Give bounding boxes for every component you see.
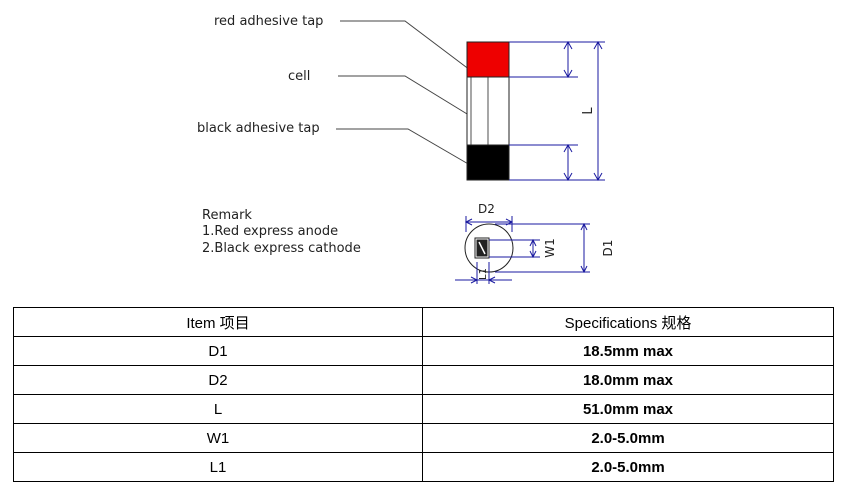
spec-table: Item 项目 Specifications 规格 D1 18.5mm max … <box>13 307 834 482</box>
row-spec: 2.0-5.0mm <box>422 452 834 482</box>
dim-L1-label: L1 <box>478 268 489 280</box>
dim-L-label: L <box>581 107 596 115</box>
row-spec: 2.0-5.0mm <box>422 423 834 453</box>
row-spec: 51.0mm max <box>422 394 834 424</box>
battery-top-view <box>464 223 514 273</box>
table-row: L 51.0mm max <box>13 394 834 424</box>
table-row: D2 18.0mm max <box>13 365 834 395</box>
black-adhesive-tape <box>466 144 510 181</box>
row-item: L1 <box>13 452 423 482</box>
black-tape-label: black adhesive tap <box>197 121 320 136</box>
table-header-row: Item 项目 Specifications 规格 <box>13 307 834 337</box>
battery-diagram: red adhesive tap cell black adhesive tap… <box>197 14 615 284</box>
row-spec: 18.0mm max <box>422 365 834 395</box>
remark-line-1: 1.Red express anode <box>202 224 338 239</box>
remark-title: Remark <box>202 208 252 223</box>
table-row: W1 2.0-5.0mm <box>13 423 834 453</box>
battery-side-view <box>466 41 510 181</box>
leader-lines <box>336 20 473 166</box>
header-spec: Specifications 规格 <box>422 307 834 337</box>
header-item: Item 项目 <box>13 307 423 337</box>
table-row: D1 18.5mm max <box>13 336 834 366</box>
table-row: L1 2.0-5.0mm <box>13 452 834 482</box>
dim-D1-label: D1 <box>601 240 615 257</box>
red-tape-label: red adhesive tap <box>214 14 323 29</box>
dim-W1-label: W1 <box>543 238 557 258</box>
row-item: D2 <box>13 365 423 395</box>
remark-line-2: 2.Black express cathode <box>202 241 361 256</box>
row-item: D1 <box>13 336 423 366</box>
cell-label: cell <box>288 69 310 84</box>
row-item: L <box>13 394 423 424</box>
row-item: W1 <box>13 423 423 453</box>
dimension-lines-side <box>509 40 605 182</box>
red-adhesive-tape <box>466 41 510 78</box>
dim-D2-label: D2 <box>478 202 495 216</box>
dimension-lines-top <box>455 216 590 284</box>
row-spec: 18.5mm max <box>422 336 834 366</box>
